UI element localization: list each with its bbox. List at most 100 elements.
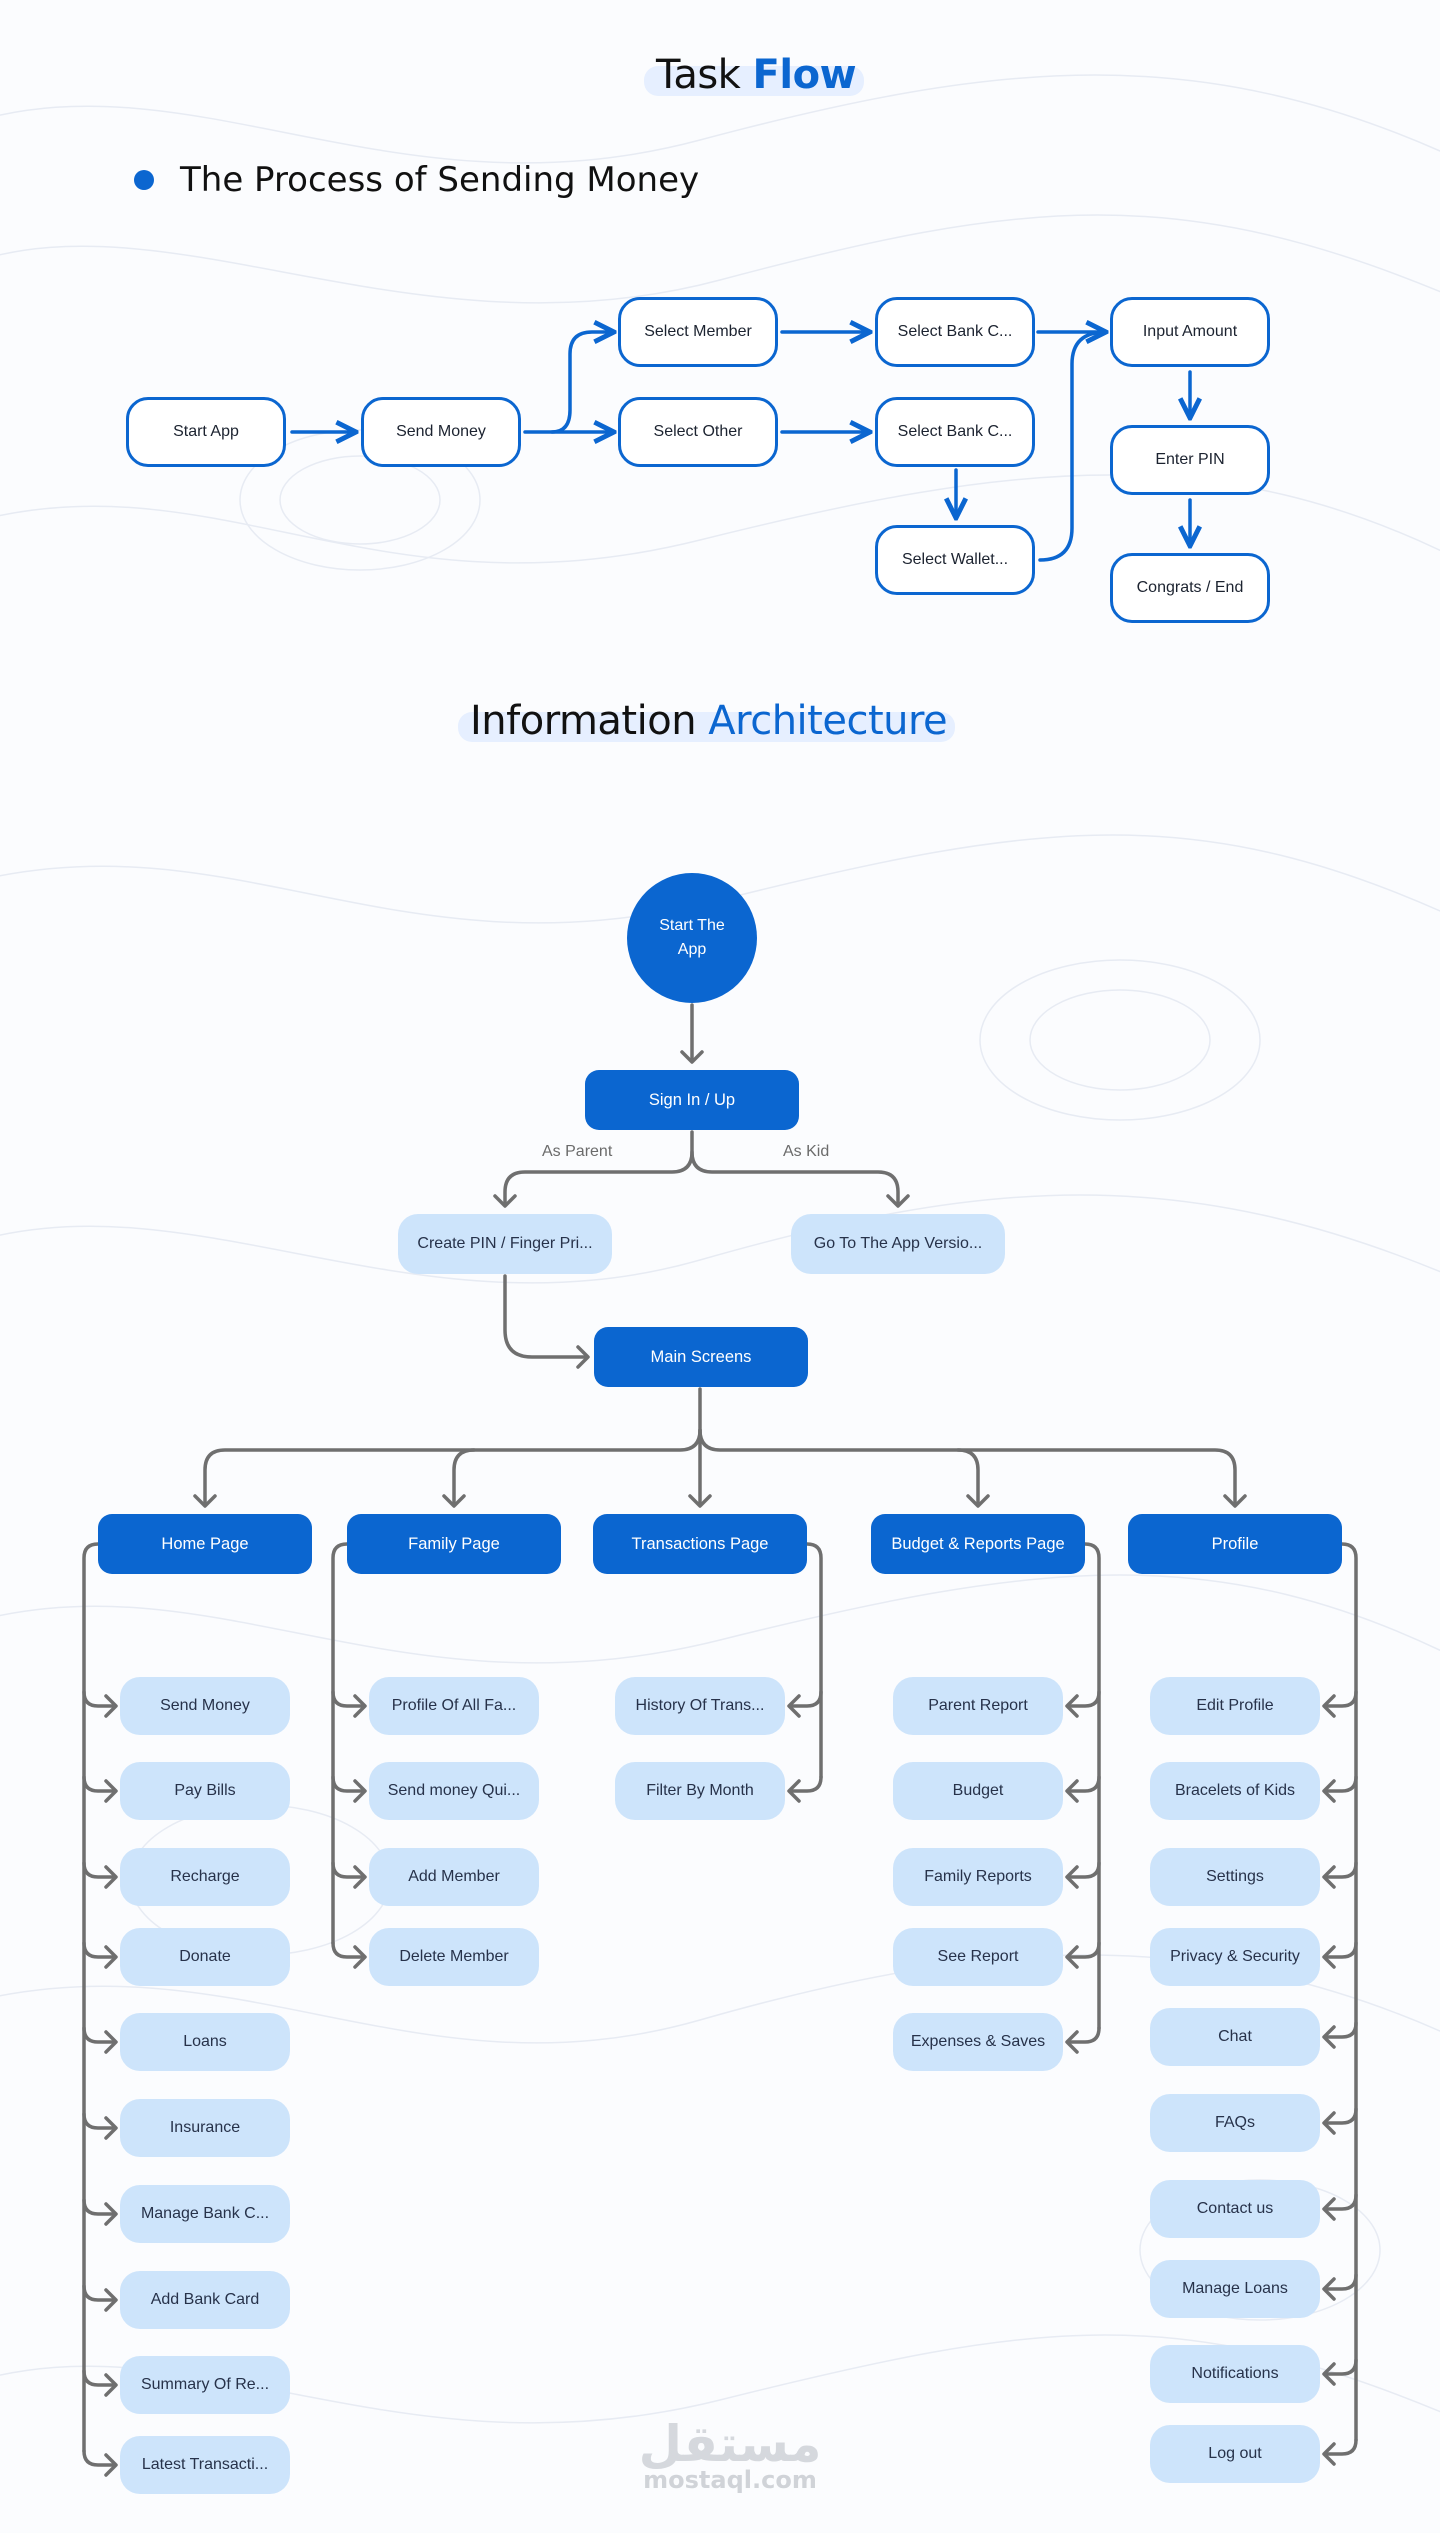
ia-branch [1324, 2193, 1358, 2211]
ia-branch-arrow [104, 2453, 118, 2477]
start-label: Start The App [659, 917, 725, 958]
ia-branch [1324, 1690, 1358, 1708]
ia-edge-bus-section-1 [452, 1448, 476, 1506]
ia-edge-signin-kid [690, 1150, 900, 1206]
ia-spine-1 [331, 1542, 349, 1945]
ia-branch-arrow [104, 2202, 118, 2226]
ia-arrow-signin [680, 1050, 704, 1064]
ia-branch-arrow [353, 1779, 367, 1803]
tf-edge-wallet-amount [1038, 330, 1108, 562]
ia-item: Send money Qui... [369, 1762, 539, 1820]
ia-spine-0 [82, 1542, 100, 2453]
ia-branch [1067, 1775, 1101, 1793]
ia-item: FAQs [1150, 2094, 1320, 2152]
ia-section-home-page: Home Page [98, 1514, 312, 1574]
tf-node-enter-pin: Enter PIN [1110, 425, 1270, 495]
ia-branch [1324, 1861, 1358, 1879]
ia-branch-arrow [1322, 2277, 1336, 2301]
ia-item: Summary Of Re... [120, 2356, 290, 2414]
ia-item: Send Money [120, 1677, 290, 1735]
ia-section-profile: Profile [1128, 1514, 1342, 1574]
ia-branch-arrow [104, 1779, 118, 1803]
ia-branch [1067, 1690, 1101, 1708]
ia-branch-arrow [104, 2116, 118, 2140]
ia-spine-3 [1083, 1542, 1101, 2030]
ia-item: Delete Member [369, 1928, 539, 1986]
ia-node-main-screens: Main Screens [594, 1327, 808, 1387]
ia-item: Expenses & Saves [893, 2013, 1063, 2071]
tf-node-select-bank-1: Select Bank C... [875, 297, 1035, 367]
ia-edge-main-bus-right [698, 1428, 1237, 1506]
ia-branch-arrow [104, 2030, 118, 2054]
ia-item: Manage Loans [1150, 2260, 1320, 2318]
ia-arrow-main [576, 1345, 590, 1369]
ia-arrow-section-0 [193, 1494, 217, 1508]
ia-branch [1067, 1861, 1101, 1879]
ia-item: History Of Trans... [615, 1677, 785, 1735]
ia-branch [82, 2369, 116, 2387]
ia-node-kid-version: Go To The App Versio... [791, 1214, 1005, 1274]
ia-arrow-section-4 [1223, 1494, 1247, 1508]
tf-node-select-member: Select Member [618, 297, 778, 367]
ia-branch-arrow [1322, 1694, 1336, 1718]
watermark-latin: mostaql.com [643, 2466, 817, 2494]
ia-branch-arrow [104, 2288, 118, 2312]
ia-edge-signin-parent [503, 1130, 694, 1206]
ia-item: Privacy & Security [1150, 1928, 1320, 1986]
ia-item: Bracelets of Kids [1150, 1762, 1320, 1820]
title-word-1: Information [470, 698, 697, 744]
edge-label-as-kid: As Kid [783, 1143, 830, 1160]
ia-branch-arrow [1322, 1945, 1336, 1969]
tf-node-start-app: Start App [126, 397, 286, 467]
ia-arrow-section-1 [442, 1494, 466, 1508]
ia-branch-arrow [1322, 1865, 1336, 1889]
title-word-2: Architecture [708, 698, 948, 744]
ia-branch-arrow [1322, 2025, 1336, 2049]
task-flow-title: Task Flow [644, 52, 865, 98]
ia-item: Donate [120, 1928, 290, 1986]
ia-item: Profile Of All Fa... [369, 1677, 539, 1735]
ia-branch-arrow [1322, 2197, 1336, 2221]
ia-item: Settings [1150, 1848, 1320, 1906]
ia-node-create-pin: Create PIN / Finger Pri... [398, 1214, 612, 1274]
ia-branch [82, 2198, 116, 2216]
ia-section-budget-reports-page: Budget & Reports Page [871, 1514, 1085, 1574]
ia-branch [1324, 2438, 1358, 2456]
ia-edge-pin-main [503, 1274, 588, 1359]
ia-branch [331, 1690, 365, 1708]
ia-branch [1324, 2107, 1358, 2125]
ia-branch [1324, 2273, 1358, 2291]
information-architecture-title: Information Architecture [458, 698, 956, 744]
ia-branch [1067, 2026, 1101, 2044]
ia-spine-2 [805, 1542, 823, 1779]
ia-branch-arrow [787, 1694, 801, 1718]
ia-item: Family Reports [893, 1848, 1063, 1906]
ia-branch [1324, 2021, 1358, 2039]
ia-item: Chat [1150, 2008, 1320, 2066]
ia-branch [1324, 1941, 1358, 1959]
ia-item: Parent Report [893, 1677, 1063, 1735]
ia-branch-arrow [787, 1779, 801, 1803]
ia-branch [331, 1861, 365, 1879]
ia-branch [331, 1775, 365, 1793]
ia-branch [82, 2026, 116, 2044]
tf-edge-send-member [523, 332, 614, 434]
ia-arrow-kid [886, 1194, 910, 1208]
ia-branch-arrow [1065, 2030, 1079, 2054]
ia-branch [82, 1775, 116, 1793]
ia-arrow-section-2 [688, 1494, 712, 1508]
ia-branch [331, 1941, 365, 1959]
ia-branch [1067, 1941, 1101, 1959]
ia-item: Recharge [120, 1848, 290, 1906]
ia-branch-arrow [1322, 1779, 1336, 1803]
section-subtitle: The Process of Sending Money [134, 160, 699, 200]
ia-branch [82, 2284, 116, 2302]
ia-branch-arrow [353, 1945, 367, 1969]
ia-item: Edit Profile [1150, 1677, 1320, 1735]
ia-item: Budget [893, 1762, 1063, 1820]
ia-branch [82, 1861, 116, 1879]
mostaql-watermark: مستقل mostaql.com [630, 2416, 830, 2494]
ia-branch-arrow [1065, 1865, 1079, 1889]
ia-item: Filter By Month [615, 1762, 785, 1820]
ia-branch-arrow [353, 1865, 367, 1889]
